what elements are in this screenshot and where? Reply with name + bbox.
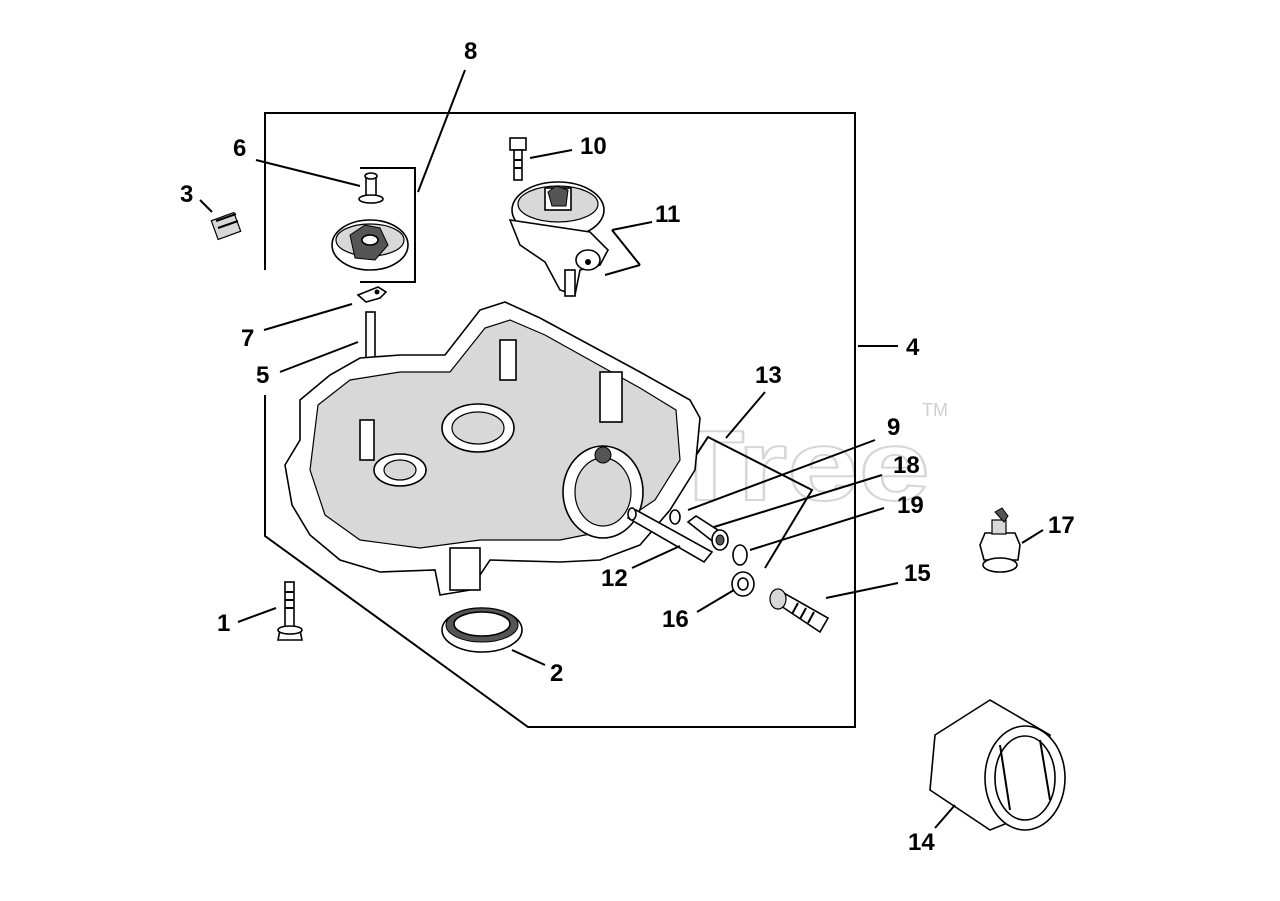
callout-6: 6 [233,135,246,162]
flange-bolt [277,581,303,641]
callout-18: 18 [893,452,920,479]
oil-seal [441,607,523,653]
callout-5: 5 [256,362,269,389]
gear-shaft-pin [358,172,384,204]
callout-17: 17 [1048,512,1075,539]
watermark-trademark: TM [922,400,948,420]
callout-8: 8 [464,38,477,65]
callout-15: 15 [904,560,931,587]
oil-pan [284,301,701,596]
callout-9: 9 [887,414,900,441]
callout-10: 10 [580,133,607,160]
callout-2: 2 [550,660,563,687]
callout-19: 19 [897,492,924,519]
leader-lines [199,69,1044,829]
oil-fitting [686,515,729,551]
callout-1: 1 [217,610,230,637]
filter-adapter-stud [769,588,830,634]
o-ring-small [669,509,681,525]
assembly-outline [264,112,856,728]
pipe-plug [210,211,242,241]
oil-pressure-switch [979,507,1021,573]
sealing-washer [731,571,755,597]
oil-filter [929,699,1066,831]
oil-pump-assembly [508,181,609,297]
callout-14: 14 [908,829,935,856]
callout-12: 12 [601,565,628,592]
locking-clip [356,286,388,303]
callout-3: 3 [180,181,193,208]
callout-7: 7 [241,325,254,352]
callout-11: 11 [655,201,680,228]
callout-4: 4 [906,334,920,361]
callout-16: 16 [662,606,689,633]
callout-13: 13 [755,362,782,389]
gear-sub-box [360,167,416,283]
oil-pump-bolt [509,137,527,181]
governor-gear [331,219,409,271]
o-ring-large [732,544,748,566]
